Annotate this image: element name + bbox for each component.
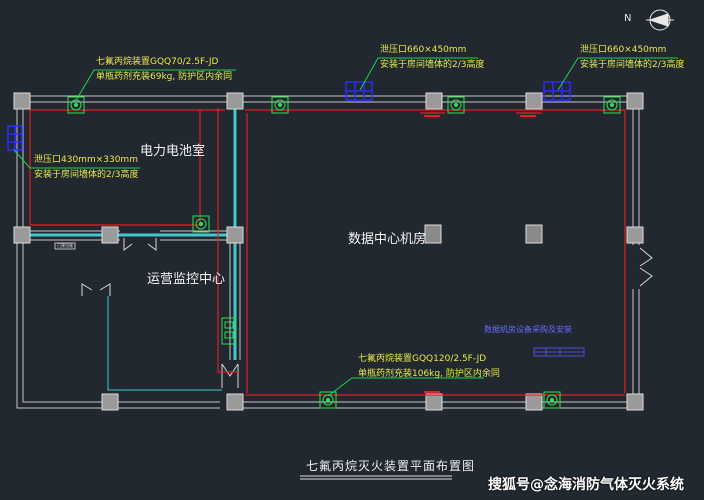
vent-note-left-1: 泄压口430mm×330mm [34, 155, 138, 165]
alarm-markers [424, 115, 536, 393]
column [626, 92, 644, 110]
column [13, 226, 31, 244]
drawing-title: 七氟丙烷灭火装置平面布置图 [306, 459, 476, 473]
control-panel [221, 317, 237, 345]
column [101, 393, 119, 411]
door-battery-room [123, 238, 157, 251]
column [525, 393, 543, 411]
vent-top-mid [345, 81, 373, 101]
watermark-text: 搜狐号@念海消防气体灭火系统 [488, 477, 684, 493]
room-label-battery: 电力电池室 [140, 144, 206, 159]
column [226, 92, 244, 110]
column [13, 92, 31, 110]
server-rack [525, 224, 543, 244]
small-equipment-label: 已建设施 [57, 243, 73, 248]
vent-note-top-right-2: 安装于房间墙体的2/3高度 [580, 60, 685, 70]
pressure-relief-vents [7, 81, 571, 151]
column [425, 393, 443, 411]
vent-top-right [543, 81, 571, 101]
column [626, 393, 644, 411]
nozzle-detector [67, 96, 85, 114]
device-note-bottom-2: 单瓶药剂充装106kg, 防护区内余同 [358, 369, 500, 379]
interior-walls [20, 230, 241, 360]
doors [81, 238, 653, 388]
agent-pipes [29, 108, 626, 396]
nozzle-detector [543, 391, 561, 409]
column [626, 226, 644, 244]
room-label-datacenter: 数据中心机房 [348, 232, 427, 247]
column [425, 92, 443, 110]
nozzle-detector [271, 96, 289, 114]
server-rack [424, 224, 442, 244]
nozzle-detector [447, 96, 465, 114]
detectors [67, 96, 621, 409]
leader-lines [13, 57, 678, 397]
small-equipment [54, 242, 76, 250]
vent-note-top-mid-1: 泄压口660×450mm [380, 45, 467, 55]
device-note-top-left-2: 单瓶药剂充装69kg, 防护区内余同 [96, 72, 233, 82]
door-datacenter-right [639, 247, 653, 287]
equipment-note: 数据机房设备采购及安装 [484, 325, 572, 334]
column [525, 92, 543, 110]
nozzle-detector [192, 215, 210, 233]
device-note-bottom-1: 七氟丙烷装置GQQ120/2.5F-JD [358, 354, 487, 364]
door-ops-bottom [221, 363, 239, 388]
door-ops-left [81, 283, 111, 296]
vent-note-top-mid-2: 安装于房间墙体的2/3高度 [380, 60, 485, 70]
equipment-list [533, 347, 585, 357]
nozzle-detector [603, 96, 621, 114]
door-opening-right [630, 245, 644, 289]
vent-note-left-2: 安装于房间墙体的2/3高度 [34, 170, 139, 180]
column [101, 226, 119, 244]
north-label: N [624, 13, 632, 24]
vent-note-top-right-1: 泄压口660×450mm [580, 45, 667, 55]
device-note-top-left-1: 七氟丙烷装置GQQ70/2.5F-JD [96, 57, 219, 67]
room-label-ops: 运营监控中心 [147, 272, 226, 287]
column [226, 393, 244, 411]
server-rack-columns [424, 224, 543, 244]
north-arrow-icon [646, 9, 674, 31]
column [226, 226, 244, 244]
vent-left [7, 125, 23, 151]
columns [13, 92, 644, 411]
nozzle-detector [319, 391, 337, 409]
ops-room-inner-wall [107, 296, 222, 391]
title-underline [300, 475, 452, 480]
outer-walls [16, 95, 640, 409]
